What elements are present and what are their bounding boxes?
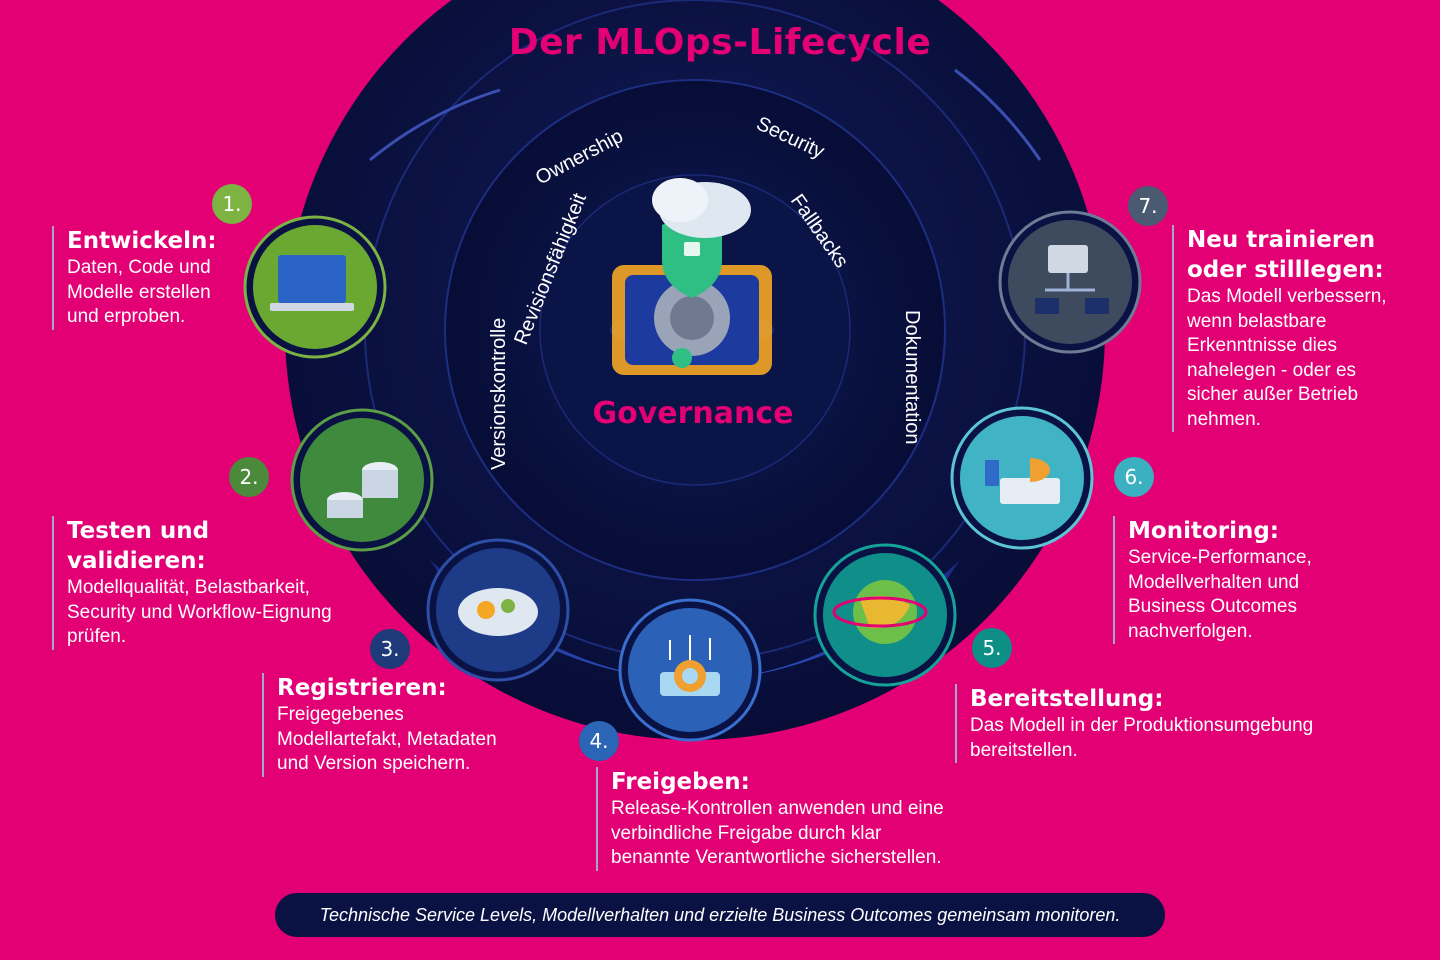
- step-1-heading: Entwickeln:: [67, 228, 217, 254]
- step-icon-3: [426, 538, 570, 682]
- step-icon-1: [243, 215, 387, 359]
- step-number-7: 7.: [1128, 186, 1168, 226]
- step-7-line-1: Das Modell verbessern,: [1187, 286, 1387, 307]
- step-1-line-1: Daten, Code und: [67, 257, 211, 278]
- step-4-heading: Freigeben:: [611, 769, 750, 795]
- step-3-line-3: und Version speichern.: [277, 753, 471, 774]
- step-7-line-3: Erkenntnisse dies: [1187, 335, 1337, 356]
- step-number-1: 1.: [212, 184, 252, 224]
- step-2-heading-line-2: validieren:: [67, 548, 206, 574]
- governance-shield-cloud-icon: [610, 178, 774, 375]
- step-2-line-2: Security und Workflow-Eignung: [67, 601, 332, 623]
- step-2-line-3: prüfen.: [67, 626, 127, 647]
- step-icon-5: [813, 543, 957, 687]
- step-1-text: Entwickeln: Daten, Code und Modelle erst…: [52, 226, 217, 330]
- step-6-heading: Monitoring:: [1128, 518, 1280, 544]
- step-3-line-2: Modellartefakt, Metadaten: [277, 728, 497, 750]
- step-5-heading: Bereitstellung:: [970, 686, 1164, 712]
- step-icon-2: [290, 408, 434, 552]
- step-number-3: 3.: [370, 629, 410, 669]
- step-7-line-2: wenn belastbare: [1187, 310, 1327, 332]
- arc-accent-left: [369, 88, 501, 162]
- step-5-line-1: Das Modell in der Produktionsumgebung: [970, 715, 1314, 736]
- step-icon-6: [950, 406, 1094, 550]
- step-number-4: 4.: [579, 721, 619, 761]
- step-6-line-1: Service-Performance,: [1128, 547, 1312, 568]
- step-3-text: Registrieren: Freigegebenes Modellartefa…: [262, 673, 497, 777]
- step-icon-7: [998, 210, 1142, 354]
- step-number-6: 6.: [1114, 457, 1154, 497]
- step-1-line-2: Modelle erstellen: [67, 281, 211, 303]
- step-7-heading-line-2: oder stilllegen:: [1187, 257, 1384, 283]
- step-icon-4: [618, 598, 762, 742]
- step-7-line-5: sicher außer Betrieb: [1187, 384, 1359, 405]
- step-4-line-1: Release-Kontrollen anwenden und eine: [611, 798, 944, 819]
- step-1-line-3: und erproben.: [67, 306, 186, 327]
- step-6-line-3: Business Outcomes: [1128, 596, 1297, 617]
- governance-label: Governance: [592, 396, 794, 431]
- step-4-text: Freigeben: Release-Kontrollen anwenden u…: [596, 767, 944, 871]
- step-6-line-4: nachverfolgen.: [1128, 620, 1253, 642]
- step-2-heading-line-1: Testen und: [67, 518, 210, 544]
- step-4-line-2: verbindliche Freigabe durch klar: [611, 822, 882, 844]
- step-5-line-2: bereitstellen.: [970, 739, 1078, 761]
- page-title: Der MLOps-Lifecycle: [508, 22, 932, 63]
- arc-accent-right: [954, 68, 1042, 161]
- step-7-line-4: nahelegen - oder es: [1187, 359, 1357, 381]
- step-number-5: 5.: [972, 628, 1012, 668]
- step-7-heading-line-1: Neu trainieren: [1187, 227, 1376, 253]
- footer-banner: Technische Service Levels, Modellverhalt…: [275, 893, 1165, 937]
- arc-term-dokumentation: Dokumentation: [901, 310, 923, 445]
- step-5-text: Bereitstellung: Das Modell in der Produk…: [955, 684, 1313, 763]
- step-2-text: Testen und validieren: Modellqualität, B…: [52, 516, 332, 650]
- step-2-line-1: Modellqualität, Belastbarkeit,: [67, 577, 310, 598]
- step-number-2: 2.: [229, 457, 269, 497]
- step-6-line-2: Modellverhalten und: [1128, 571, 1300, 593]
- step-3-heading: Registrieren:: [277, 675, 447, 701]
- arc-term-versionskontrolle: Versionskontrolle: [488, 318, 510, 470]
- step-7-text: Neu trainieren oder stilllegen: Das Mode…: [1172, 225, 1387, 432]
- step-6-text: Monitoring: Service-Performance, Modellv…: [1113, 516, 1312, 644]
- step-4-line-3: benannte Verantwortliche sicherstellen.: [611, 847, 942, 868]
- step-3-line-1: Freigegebenes: [277, 704, 404, 725]
- step-7-line-6: nehmen.: [1187, 408, 1261, 430]
